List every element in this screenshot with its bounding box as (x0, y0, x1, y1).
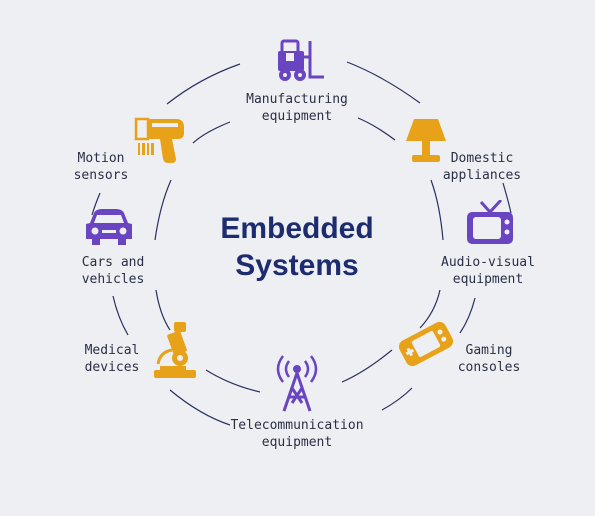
label-line2: devices (84, 359, 140, 375)
center-title-line1: Embedded (220, 212, 374, 245)
label-line1: Medical (84, 343, 140, 358)
label-motion: Motion sensors (63, 151, 139, 184)
label-line1: Gaming (465, 343, 513, 358)
label-line2: consoles (457, 359, 521, 375)
microscope-icon (154, 322, 196, 378)
label-gaming: Gaming consoles (449, 343, 529, 376)
barcode-scanner-icon (134, 117, 184, 163)
label-line1: Domestic (450, 151, 514, 166)
label-line2: appliances (442, 167, 522, 183)
label-line2: sensors (73, 167, 129, 183)
center-title-line2: Systems (235, 249, 359, 282)
label-line1: Cars and (81, 255, 145, 270)
forklift-icon (278, 39, 324, 81)
antenna-tower-icon (276, 355, 318, 412)
label-audio-visual: Audio-visual equipment (433, 255, 543, 288)
label-line2: equipment (452, 271, 524, 287)
label-line1: Manufacturing (246, 92, 348, 107)
label-line2: equipment (261, 108, 333, 124)
gamepad-icon (398, 321, 454, 367)
car-icon (86, 209, 132, 245)
lamp-icon (406, 119, 446, 162)
label-cars: Cars and vehicles (70, 255, 156, 288)
label-manufacturing: Manufacturing equipment (227, 92, 367, 125)
label-line2: vehicles (81, 271, 145, 287)
label-line1: Motion (77, 151, 125, 166)
label-line2: equipment (261, 434, 333, 450)
label-line1: Telecommunication (230, 418, 364, 433)
label-telecommunication: Telecommunication equipment (217, 418, 377, 451)
label-medical: Medical devices (72, 343, 152, 376)
tv-icon (467, 200, 513, 244)
center-title: Embedded Systems (197, 210, 397, 284)
label-domestic: Domestic appliances (436, 151, 528, 184)
label-line1: Audio-visual (441, 255, 535, 270)
